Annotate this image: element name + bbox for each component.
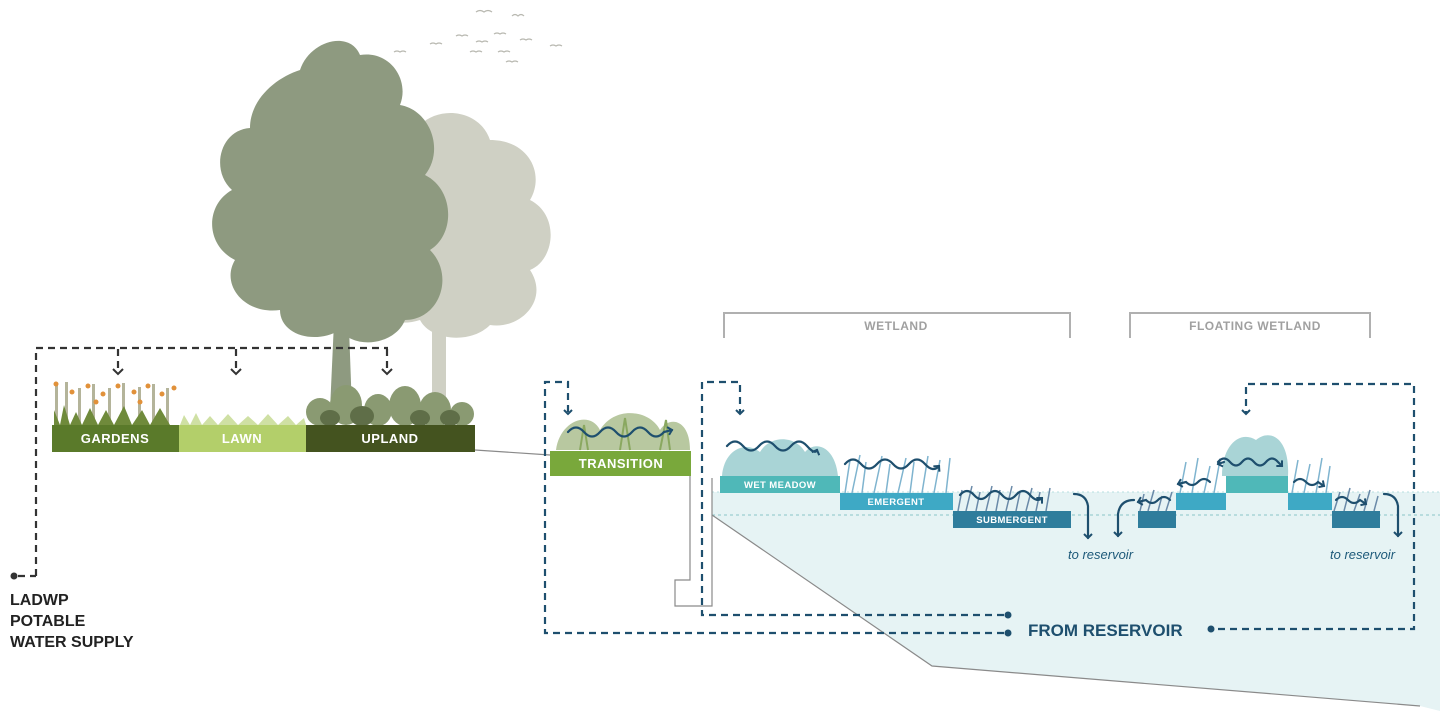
wet-meadow-zone: WET MEADOW — [720, 476, 840, 493]
svg-text:LADWP: LADWP — [10, 592, 69, 609]
svg-text:WETLAND: WETLAND — [864, 319, 928, 333]
submergent-label: SUBMERGENT — [976, 515, 1048, 526]
to-reservoir-left-label: to reservoir — [1068, 547, 1134, 562]
transition-zone: TRANSITION — [550, 451, 691, 476]
lawn-zone: LAWN — [179, 425, 306, 452]
foreground-tree — [212, 40, 449, 410]
potable-supply-line — [34, 346, 393, 576]
svg-text:POTABLE: POTABLE — [10, 613, 86, 630]
transition-wall — [674, 476, 713, 607]
upland-zone: UPLAND — [306, 425, 475, 452]
upland-vegetation — [53, 381, 474, 428]
svg-text:FLOATING WETLAND: FLOATING WETLAND — [1189, 319, 1321, 333]
floating-wetland — [1138, 435, 1380, 528]
upland-label: UPLAND — [361, 431, 418, 446]
floating-wetland-bracket: FLOATING WETLAND — [1129, 312, 1371, 338]
from-reservoir-label: FROM RESERVOIR — [1028, 621, 1183, 640]
transition-label: TRANSITION — [579, 456, 663, 471]
wet-meadow-label: WET MEADOW — [744, 480, 816, 491]
potable-supply-label: LADWP POTABLE WATER SUPPLY — [10, 592, 134, 651]
reservoir-supply-lines — [543, 380, 1416, 635]
birds-decoration — [393, 9, 563, 63]
transition-vegetation — [556, 413, 690, 451]
lawn-label: LAWN — [222, 431, 262, 446]
gardens-zone: GARDENS — [52, 425, 179, 452]
terrain-connector — [474, 449, 551, 456]
reservoir-dot-right — [1207, 625, 1215, 633]
water-body — [711, 491, 1440, 711]
potable-source-dot — [10, 572, 18, 580]
wetland-bracket: WETLAND — [723, 312, 1071, 338]
submergent-zone: SUBMERGENT — [953, 511, 1071, 528]
emergent-label: EMERGENT — [867, 497, 924, 508]
reservoir-dot-upper — [1004, 611, 1012, 619]
emergent-zone: EMERGENT — [840, 493, 953, 510]
to-reservoir-right-label: to reservoir — [1330, 547, 1396, 562]
reservoir-dot-lower — [1004, 629, 1012, 637]
flow-arrows — [566, 426, 1403, 540]
gardens-label: GARDENS — [81, 431, 150, 446]
svg-text:WATER SUPPLY: WATER SUPPLY — [10, 634, 134, 651]
